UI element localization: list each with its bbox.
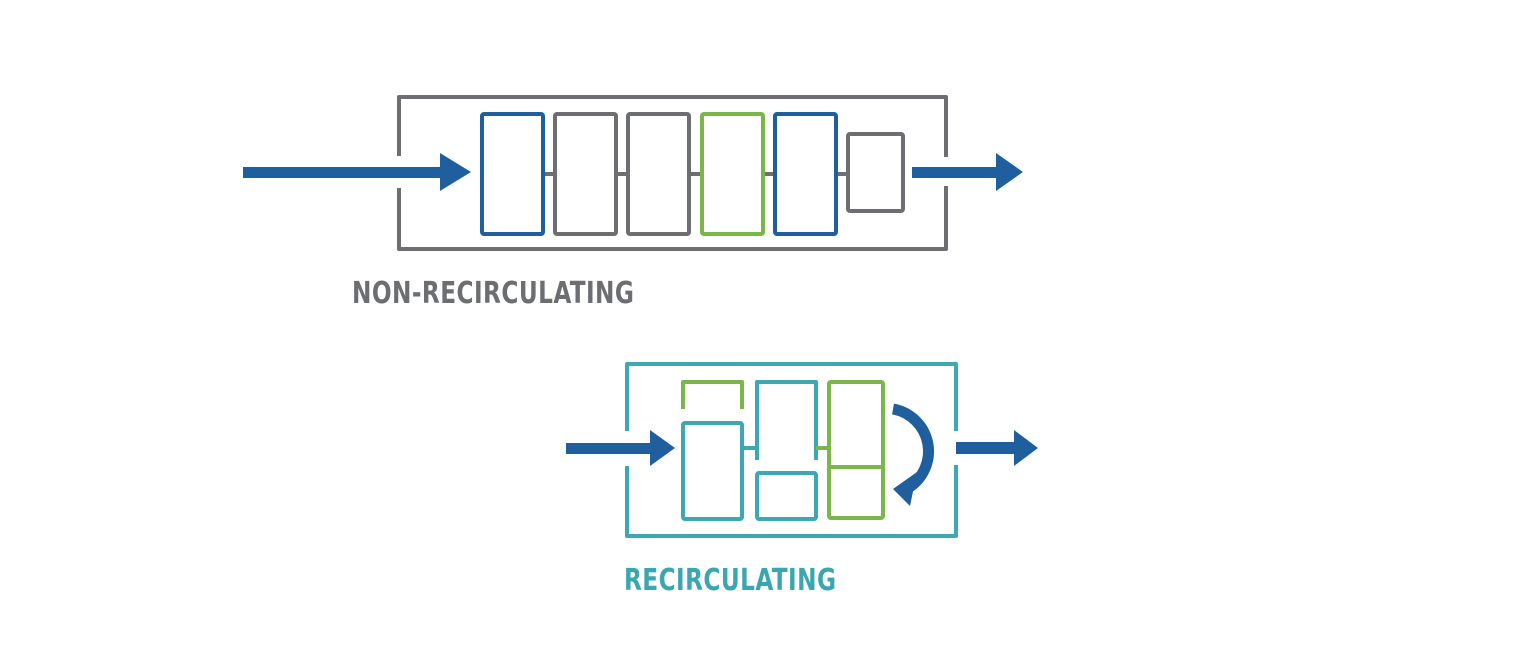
inflow-arrow-icon: [243, 153, 471, 191]
stage-box-1: [480, 112, 545, 236]
stage-box-5: [773, 112, 838, 236]
stage-box-4: [700, 112, 765, 236]
stage-box-6: [846, 132, 905, 213]
stage-box-2-upper: [755, 380, 818, 460]
non-recirculating-label: NON-RECIRCULATING: [352, 276, 635, 311]
stage-box-3: [626, 112, 691, 236]
recirculating-frame: [625, 362, 958, 538]
recirculating-diagram: [566, 362, 1038, 538]
non-recirculating-frame: [397, 95, 948, 251]
stage-1-cap: [681, 380, 744, 409]
recirculation-arrow-icon: [891, 403, 934, 506]
outflow-arrow-icon: [912, 153, 1023, 191]
outflow-arrow-icon: [956, 430, 1038, 466]
inflow-arrow-icon: [566, 430, 675, 466]
stage-box-2-lower: [755, 471, 818, 521]
stage-box-1: [681, 421, 744, 521]
recirculating-label: RECIRCULATING: [624, 563, 837, 598]
non-recirculating-diagram: [243, 95, 1023, 251]
stage-box-3: [827, 380, 885, 520]
stage-box-2: [553, 112, 618, 236]
